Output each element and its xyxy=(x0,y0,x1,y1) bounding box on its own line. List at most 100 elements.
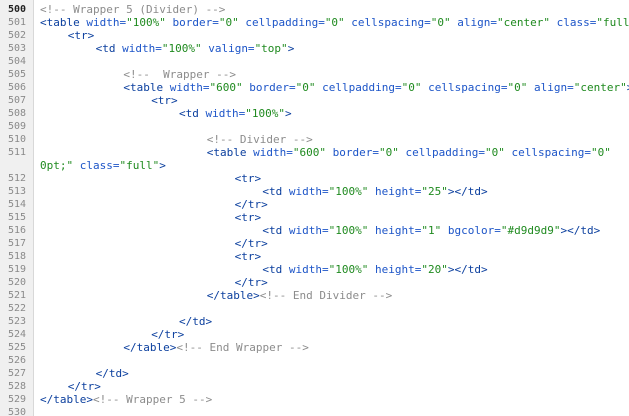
code-token: border= xyxy=(326,146,380,159)
code-line[interactable]: 511<table width="600" border="0" cellpad… xyxy=(0,146,629,159)
code-token: <td xyxy=(262,224,283,237)
code-line[interactable]: 518<tr> xyxy=(0,250,629,263)
code-token: cellpadding= xyxy=(315,81,402,94)
code-line[interactable]: 524</tr> xyxy=(0,328,629,341)
code-line[interactable]: 509 xyxy=(0,120,629,133)
code-token: align= xyxy=(527,81,574,94)
line-number: 504 xyxy=(7,56,26,67)
code-token: </table> xyxy=(40,393,93,406)
code-token: width= xyxy=(246,146,293,159)
code-line[interactable]: 529</table><!-- Wrapper 5 --> xyxy=(0,393,629,406)
line-number: 520 xyxy=(7,277,26,288)
code-token: </tr> xyxy=(67,380,101,393)
code-line[interactable]: 502 <tr> xyxy=(0,29,629,42)
code-token: border= xyxy=(242,81,296,94)
line-code: <tr> xyxy=(151,94,178,107)
code-token: <!-- End Divider --> xyxy=(259,289,393,302)
code-token: width= xyxy=(282,224,329,237)
code-line[interactable]: 522 xyxy=(0,302,629,315)
code-line[interactable]: 505<!-- Wrapper --> xyxy=(0,68,629,81)
code-token: width= xyxy=(282,185,329,198)
line-number: 509 xyxy=(7,121,26,132)
code-token: "#d9d9d9" xyxy=(500,224,561,237)
line-code: <tr> xyxy=(235,211,262,224)
code-line[interactable]: 526 xyxy=(0,354,629,367)
code-line[interactable]: 525</table><!-- End Wrapper --> xyxy=(0,341,629,354)
line-code: <td width="100%" valign="top"> xyxy=(96,42,295,55)
code-token: <table xyxy=(206,146,247,159)
code-token: "100%" xyxy=(328,185,369,198)
code-token: "100%" xyxy=(328,224,369,237)
line-code: <tr> xyxy=(68,29,95,42)
code-token: </tr> xyxy=(234,237,268,250)
line-code: </td> xyxy=(96,367,129,380)
code-line[interactable]: 523</td> xyxy=(0,315,629,328)
code-line[interactable]: 501<table width="100%" border="0" cellpa… xyxy=(0,16,629,29)
code-token: "full" xyxy=(596,16,629,29)
code-token: valign= xyxy=(201,42,255,55)
code-line[interactable]: 508 <td width="100%"> xyxy=(0,107,629,120)
line-code: <!-- Wrapper 5 (Divider) --> xyxy=(40,3,225,16)
line-code: </tr> xyxy=(235,276,268,289)
code-line[interactable]: 0pt;" class="full"> xyxy=(0,159,629,172)
code-line[interactable]: 520 </tr> xyxy=(0,276,629,289)
code-token: width= xyxy=(115,42,162,55)
code-token: <!-- Wrapper 5 --> xyxy=(92,393,213,406)
code-token: "100%" xyxy=(245,107,285,120)
code-line[interactable]: 514</tr> xyxy=(0,198,629,211)
code-token: "100%" xyxy=(328,263,369,276)
code-token: <td xyxy=(262,263,283,276)
line-number: 502 xyxy=(7,30,26,41)
line-code: </tr> xyxy=(68,380,101,393)
code-token: "0" xyxy=(401,81,422,94)
line-code: <td width="100%"> xyxy=(179,107,292,120)
code-token: <tr> xyxy=(234,250,262,263)
code-line[interactable]: 515 <tr> xyxy=(0,211,629,224)
code-line[interactable]: 512<tr> xyxy=(0,172,629,185)
code-line[interactable]: 504 xyxy=(0,55,629,68)
code-token: ></td> xyxy=(560,224,601,237)
line-code: <table width="600" border="0" cellpaddin… xyxy=(123,81,629,94)
code-token: </td> xyxy=(179,315,213,328)
code-line[interactable]: 517</tr> xyxy=(0,237,629,250)
code-line[interactable]: 516<td width="100%" height="1" bgcolor="… xyxy=(0,224,629,237)
code-line[interactable]: 521 </table><!-- End Divider --> xyxy=(0,289,629,302)
code-token: > xyxy=(287,42,295,55)
line-code: </table><!-- End Divider --> xyxy=(207,289,392,302)
code-token: </tr> xyxy=(234,198,268,211)
code-token: class= xyxy=(550,16,597,29)
code-line[interactable]: 528 </tr> xyxy=(0,380,629,393)
code-token: </tr> xyxy=(234,276,268,289)
code-line[interactable]: 527 </td> xyxy=(0,367,629,380)
code-line[interactable]: 507<tr> xyxy=(0,94,629,107)
line-number: 508 xyxy=(7,108,26,119)
line-number: 521 xyxy=(7,290,26,301)
line-number: 528 xyxy=(7,381,26,392)
code-token: > xyxy=(284,107,292,120)
code-token: <td xyxy=(95,42,116,55)
line-number: 515 xyxy=(7,212,26,223)
line-number: 506 xyxy=(7,82,26,93)
line-number: 512 xyxy=(7,173,26,184)
line-number: 527 xyxy=(7,368,26,379)
code-token: class= xyxy=(73,159,120,172)
code-token: width= xyxy=(282,263,329,276)
code-token: "25" xyxy=(421,185,448,198)
code-token: cellpadding= xyxy=(238,16,325,29)
code-line[interactable]: 530 xyxy=(0,406,629,416)
code-line[interactable]: 510<!-- Divider --> xyxy=(0,133,629,146)
line-number: 513 xyxy=(7,186,26,197)
code-line[interactable]: 506<table width="600" border="0" cellpad… xyxy=(0,81,629,94)
code-line[interactable]: 500<!-- Wrapper 5 (Divider) --> xyxy=(0,3,629,16)
line-number: 511 xyxy=(7,147,26,158)
code-line[interactable]: 519<td width="100%" height="20"></td> xyxy=(0,263,629,276)
code-token: "1" xyxy=(421,224,442,237)
code-token: "0" xyxy=(590,146,611,159)
code-line[interactable]: 513<td width="100%" height="25"></td> xyxy=(0,185,629,198)
code-token: "0" xyxy=(324,16,345,29)
code-token: "0" xyxy=(507,81,528,94)
code-token: "600" xyxy=(209,81,243,94)
code-line[interactable]: 503<td width="100%" valign="top"> xyxy=(0,42,629,55)
line-number: 530 xyxy=(7,407,26,416)
